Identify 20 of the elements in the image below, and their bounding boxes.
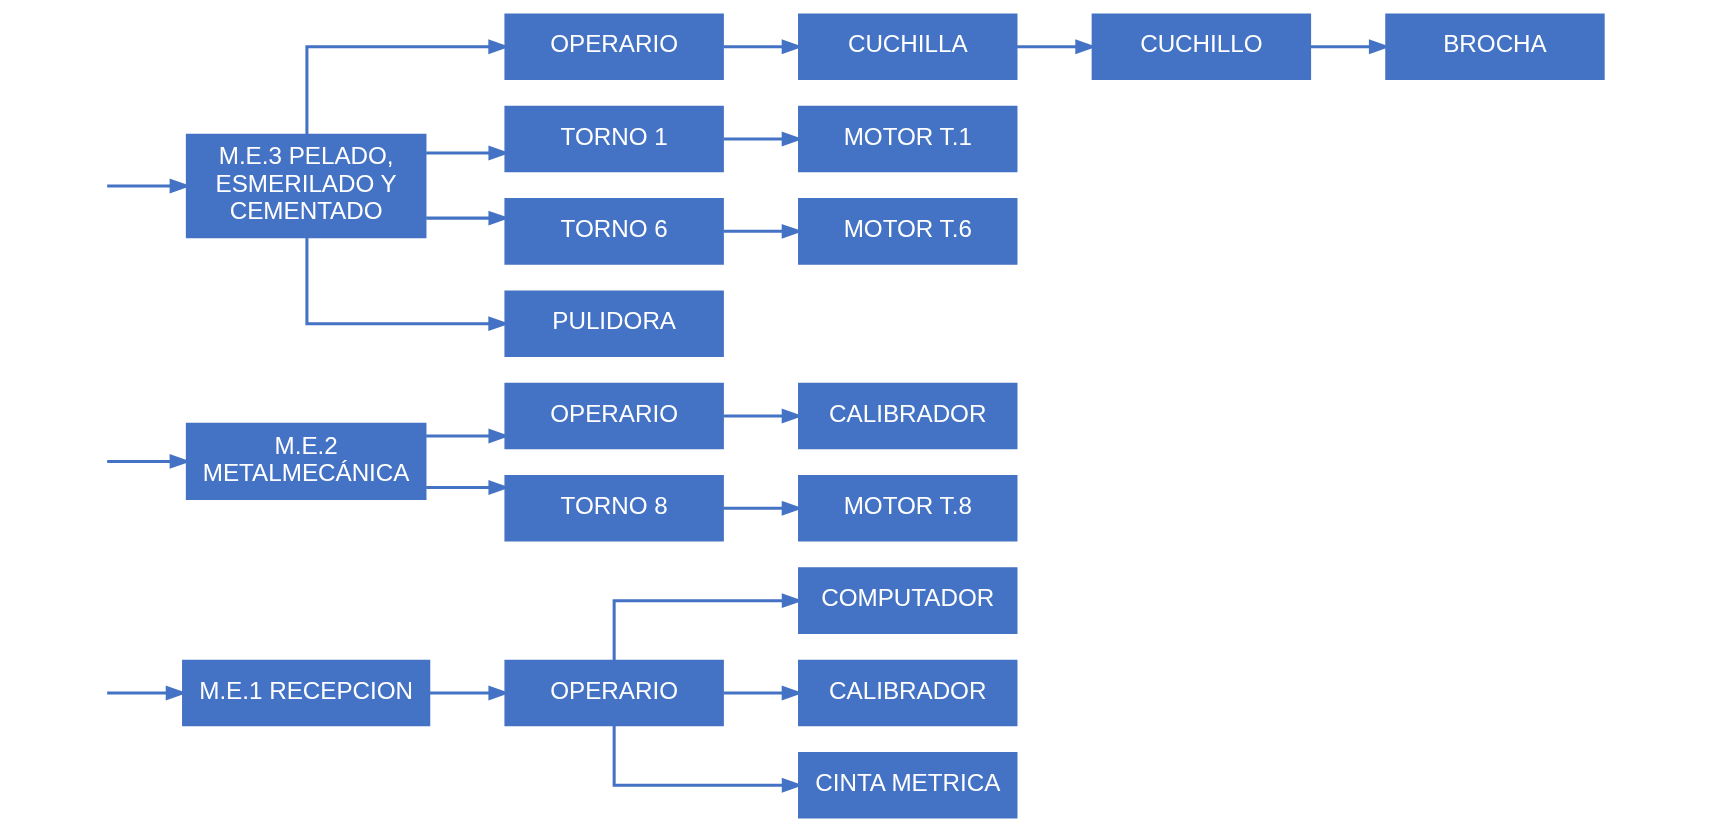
- node-box: OPERARIO: [503, 382, 724, 450]
- node-box: OPERARIO: [503, 659, 724, 727]
- node-box: TORNO 6: [503, 198, 724, 265]
- node-box: M.E.2 METALMECÁNICA: [185, 422, 426, 500]
- node-box: CINTA METRICA: [797, 752, 1017, 819]
- node-box: TORNO 8: [503, 475, 724, 542]
- node-box: PULIDORA: [503, 290, 724, 357]
- node-box: CALIBRADOR: [797, 659, 1017, 727]
- node-box: CALIBRADOR: [797, 382, 1017, 450]
- node-box: MOTOR T.8: [797, 475, 1017, 542]
- node-box: MOTOR T.6: [797, 198, 1017, 265]
- node-box: MOTOR T.1: [797, 105, 1017, 173]
- node-box: M.E.1 RECEPCION: [181, 659, 430, 727]
- node-box: TORNO 1: [503, 105, 724, 173]
- node-box: CUCHILLA: [797, 13, 1017, 80]
- node-box: BROCHA: [1384, 13, 1605, 80]
- node-box: CUCHILLO: [1091, 13, 1311, 80]
- node-box: M.E.3 PELADO, ESMERILADO Y CEMENTADO: [185, 133, 426, 239]
- node-box: COMPUTADOR: [797, 567, 1017, 634]
- node-box: OPERARIO: [503, 13, 724, 80]
